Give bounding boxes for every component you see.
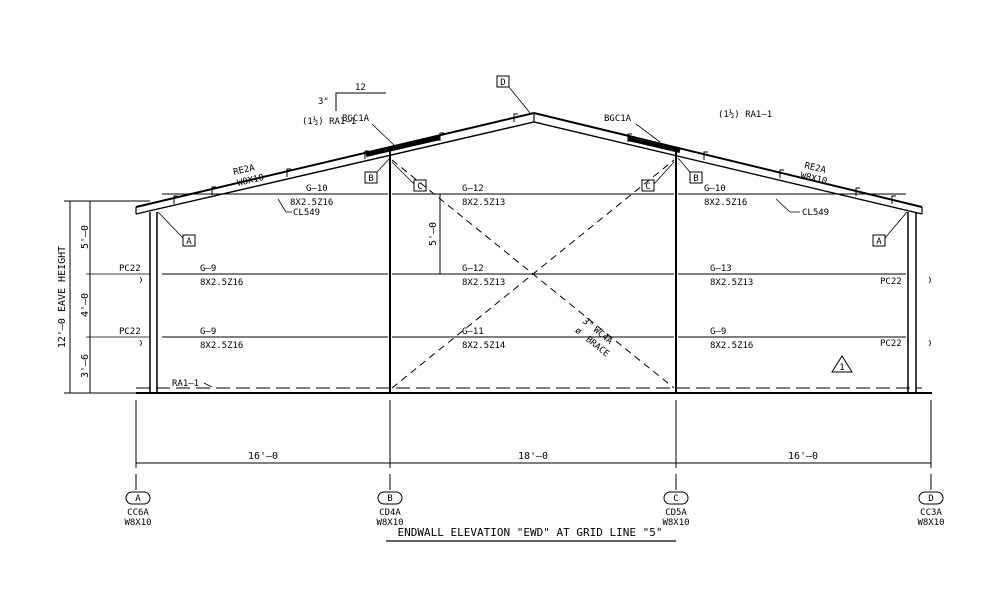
girt-right-3-mark: G–9: [710, 327, 726, 337]
grid-b-size: W8X10: [376, 518, 403, 528]
base-angle-label: RA1–1: [172, 379, 199, 389]
detail-marker-c-left: C: [391, 161, 427, 192]
girt-right-3-size: 8X2.5Z16: [710, 341, 753, 351]
bgc-label-left: BGC1A: [342, 114, 370, 124]
grid-a-mark: CC6A: [127, 508, 149, 518]
eave-height-dimension: 12'–0 EAVE HEIGHT 5'–0 4'–0 3'–6: [57, 200, 150, 394]
rafter-left-mark: RE2A: [232, 163, 256, 178]
grid-d-size: W8X10: [917, 518, 944, 528]
ra-note-right: (1½) RA1–1: [718, 109, 772, 120]
svg-text:A: A: [876, 237, 882, 247]
bay2-dim: 18'–0: [518, 451, 548, 462]
brace-label: 3" WC4A ø BRACE: [573, 317, 615, 360]
grid-a-size: W8X10: [124, 518, 151, 528]
detail-marker-b-left: B: [364, 157, 391, 184]
clip-label-right: CL549: [802, 208, 829, 218]
girt-mid-3-mark: G–11: [462, 327, 484, 337]
bay3-dim: 16'–0: [788, 451, 818, 462]
girt-right-1-mark: G–10: [704, 184, 726, 194]
grid-c-size: W8X10: [662, 518, 689, 528]
grid-d-mark: CC3A: [920, 508, 942, 518]
vert-dim-bot: 3'–6: [80, 354, 91, 378]
grid-b-mark: CD4A: [379, 508, 401, 518]
girt-right-2-mark: G–13: [710, 264, 732, 274]
vert-dim-mid: 4'–0: [80, 293, 91, 317]
clip-label-left: CL549: [293, 208, 320, 218]
girt-left-3-mark: G–9: [200, 327, 216, 337]
svg-text:A: A: [186, 237, 192, 247]
girt-mid-1-size: 8X2.5Z13: [462, 198, 505, 208]
roof-pitch-symbol: 3" 12: [318, 83, 386, 111]
girt-left-1-size: 8X2.5Z16: [290, 198, 333, 208]
pc-label-left-upper: PC22: [119, 264, 141, 274]
grid-bubble-b: B CD4A W8X10: [376, 491, 404, 528]
detail-marker-c-right: C: [641, 161, 675, 192]
detail-marker-d: D: [496, 75, 531, 114]
bay-dimensions: 16'–0 18'–0 16'–0: [135, 400, 932, 490]
columns: [149, 150, 917, 393]
rafter-right-mark: RE2A: [803, 161, 827, 176]
roof-rafters: [135, 111, 923, 215]
pc-label-left-lower: PC22: [119, 327, 141, 337]
grid-c-mark: CD5A: [665, 508, 687, 518]
girt-spacing-label: 5'–0: [428, 222, 439, 246]
cross-brace: [391, 159, 675, 389]
detail-marker-a-right: A: [872, 211, 908, 247]
purlin-clips: [173, 113, 896, 204]
girt-spacing-dimension: 5'–0: [428, 193, 444, 275]
pc-label-right-lower: PC22: [880, 339, 902, 349]
girt-mid-3-size: 8X2.5Z14: [462, 341, 505, 351]
svg-text:C: C: [417, 182, 422, 192]
pc-label-right-upper: PC22: [880, 277, 902, 287]
eave-height-label: 12'–0 EAVE HEIGHT: [57, 246, 68, 348]
rafter-top-line: [135, 111, 923, 208]
bgc-label-right: BGC1A: [604, 114, 632, 124]
grid-bubble-a: A CC6A W8X10: [124, 491, 152, 528]
girt-left-2-size: 8X2.5Z16: [200, 278, 243, 288]
girt-left-3-size: 8X2.5Z16: [200, 341, 243, 351]
girt-right-1-size: 8X2.5Z16: [704, 198, 747, 208]
revision-triangle: 1: [831, 355, 853, 373]
girt-left-2-mark: G–9: [200, 264, 216, 274]
ra-note-left: (1½) RA1–1: [302, 116, 356, 127]
pitch-rise: 3": [318, 97, 329, 107]
girt-mid-2-mark: G–12: [462, 264, 484, 274]
svg-text:1: 1: [839, 363, 844, 373]
bgc-segment-right: [627, 137, 681, 153]
girt-lines: [162, 193, 906, 338]
svg-text:B: B: [368, 174, 373, 184]
pc-ticks: [139, 276, 931, 347]
vert-dim-top: 5'–0: [80, 225, 91, 249]
svg-text:C: C: [645, 182, 650, 192]
bgc-segment-left: [365, 136, 441, 157]
pitch-run: 12: [355, 83, 366, 93]
grid-bubble-d: D CC3A W8X10: [917, 491, 945, 528]
girt-mid-2-size: 8X2.5Z13: [462, 278, 505, 288]
svg-text:B: B: [693, 174, 698, 184]
svg-text:D: D: [928, 494, 933, 504]
girt-left-1-mark: G–10: [306, 184, 328, 194]
svg-text:C: C: [673, 494, 678, 504]
detail-marker-b-right: B: [677, 157, 703, 184]
svg-text:ø: ø: [573, 326, 584, 338]
girt-mid-1-mark: G–12: [462, 184, 484, 194]
svg-text:D: D: [500, 78, 505, 88]
drawing-title: ENDWALL ELEVATION "EWD" AT GRID LINE "5": [398, 526, 663, 539]
girt-right-2-size: 8X2.5Z13: [710, 278, 753, 288]
svg-text:B: B: [387, 494, 392, 504]
svg-text:A: A: [135, 494, 141, 504]
detail-marker-a-left: A: [157, 211, 196, 247]
grid-bubble-c: C CD5A W8X10: [662, 491, 690, 528]
bay1-dim: 16'–0: [248, 451, 278, 462]
